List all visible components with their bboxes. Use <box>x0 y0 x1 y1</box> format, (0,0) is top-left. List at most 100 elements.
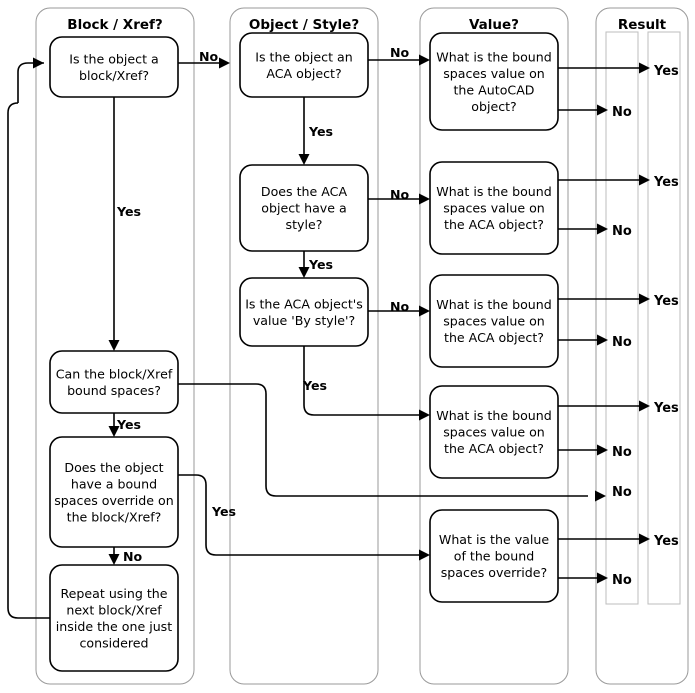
node-n2[interactable]: Can the block/Xref bound spaces? <box>49 350 179 414</box>
node-text-n12-line2: spaces override? <box>441 565 547 580</box>
node-box-n3 <box>49 436 179 548</box>
node-text-n6-line2: style? <box>286 217 323 232</box>
node-text-n10-line1: spaces value on <box>443 314 545 329</box>
node-text-n7-line1: value 'By style'? <box>253 313 355 328</box>
node-n7[interactable]: Is the ACA object's value 'By style'? <box>239 277 369 347</box>
node-text-n9-line1: spaces value on <box>443 201 545 216</box>
node-text-n9-line0: What is the bound <box>436 184 551 199</box>
result-label-res-10: Yes <box>653 534 679 549</box>
node-text-n8-line0: What is the bound <box>436 49 551 64</box>
node-box-n10 <box>429 274 559 368</box>
arrowhead-ah-n1-no <box>219 57 230 69</box>
result-label-res-2: No <box>612 105 632 120</box>
arrowhead-ah-n2-no <box>595 490 606 502</box>
connector-c-entry-n1 <box>17 62 44 103</box>
lane-title-lane-object-style: Object / Style? <box>249 17 359 33</box>
arrowhead-ah-n8-yes <box>639 62 650 74</box>
result-sublane-yes <box>647 31 681 605</box>
node-text-n11-line0: What is the bound <box>436 408 551 423</box>
node-text-n4-line3: considered <box>79 635 148 650</box>
connector-c-n4-loop <box>7 102 50 619</box>
node-text-n8-line1: spaces value on <box>443 66 545 81</box>
arrowhead-ah-n10-yes <box>639 293 650 305</box>
node-text-n3-line1: have a bound <box>71 476 157 491</box>
result-label-res-5: Yes <box>653 294 679 309</box>
node-text-n5-line0: Is the object an <box>255 49 352 64</box>
arrowhead-ah-n6-yes <box>298 267 310 278</box>
result-label-res-11: No <box>612 573 632 588</box>
node-box-n12 <box>429 509 559 603</box>
node-box-n11 <box>429 385 559 479</box>
result-label-res-8: No <box>612 445 632 460</box>
node-text-n3-line0: Does the object <box>64 460 163 475</box>
lane-title-lane-block-xref: Block / Xref? <box>67 17 162 33</box>
node-text-n12-line1: of the bound <box>454 549 534 564</box>
arrowhead-ah-n5-yes <box>298 154 310 165</box>
node-box-n8 <box>429 32 559 131</box>
swimlane-lane-block-xref <box>35 7 195 685</box>
connector-c-n3-yes <box>178 474 424 556</box>
node-box-n9 <box>429 161 559 255</box>
swimlane-lane-result <box>595 7 689 685</box>
node-text-n12-line0: What is the value <box>439 532 549 547</box>
node-n5[interactable]: Is the object an ACA object? <box>239 32 369 98</box>
result-label-res-4: No <box>612 224 632 239</box>
node-box-n5 <box>239 32 369 98</box>
arrowhead-group <box>33 54 650 584</box>
arrowhead-ah-n3-no <box>108 554 120 565</box>
node-text-n4-line0: Repeat using the <box>60 586 167 601</box>
arrowhead-ah-n9-no <box>597 223 608 235</box>
edge-label-lbl-n1-no: No <box>199 49 219 64</box>
result-label-res-6: No <box>612 335 632 350</box>
node-text-n7-line0: Is the ACA object's <box>245 296 363 311</box>
node-text-n11-line1: spaces value on <box>443 425 545 440</box>
edge-label-lbl-n7-yes: Yes <box>302 378 327 393</box>
arrowhead-ah-n2-yes <box>108 426 120 437</box>
arrowhead-ah-n6-no <box>419 193 430 205</box>
node-text-n5-line1: ACA object? <box>266 66 341 81</box>
arrowhead-ah-n7-no <box>419 305 430 317</box>
connector-c-n2-no <box>178 383 588 497</box>
edge-label-lbl-n6-no: No <box>390 187 410 202</box>
arrowhead-ah-n12-yes <box>639 533 650 545</box>
result-label-res-3: Yes <box>653 175 679 190</box>
arrowhead-ah-n12-no <box>597 572 608 584</box>
node-text-n2-line1: bound spaces? <box>67 383 161 398</box>
node-box-n2 <box>49 350 179 414</box>
node-text-n3-line3: the block/Xref? <box>67 509 162 524</box>
arrowhead-ah-n11-yes <box>639 400 650 412</box>
edge-label-lbl-n3-yes: Yes <box>211 504 236 519</box>
connector-c-n7-yes <box>303 346 424 416</box>
result-sublane-group <box>605 31 681 605</box>
arrowhead-ah-n10-no <box>597 334 608 346</box>
arrowhead-ah-n11-no <box>597 444 608 456</box>
node-text-n11-line2: the ACA object? <box>444 441 544 456</box>
node-text-n9-line2: the ACA object? <box>444 217 544 232</box>
node-box-n7 <box>239 277 369 347</box>
arrowhead-ah-n7-yes <box>419 409 430 421</box>
node-text-n8-line2: the AutoCAD <box>453 82 534 97</box>
node-text-n2-line0: Can the block/Xref <box>56 366 173 381</box>
arrowhead-ah-n1-yes <box>108 340 120 351</box>
edge-label-lbl-n7-no: No <box>390 299 410 314</box>
swimlane-lane-object-style <box>229 7 379 685</box>
connector-group <box>7 59 644 619</box>
arrowhead-ah-n3-yes <box>419 549 430 561</box>
node-text-n10-line2: the ACA object? <box>444 330 544 345</box>
node-text-n1-line0: Is the object a <box>69 51 158 66</box>
edge-label-lbl-n1-yes: Yes <box>116 204 141 219</box>
result-sublane-no <box>605 31 639 605</box>
